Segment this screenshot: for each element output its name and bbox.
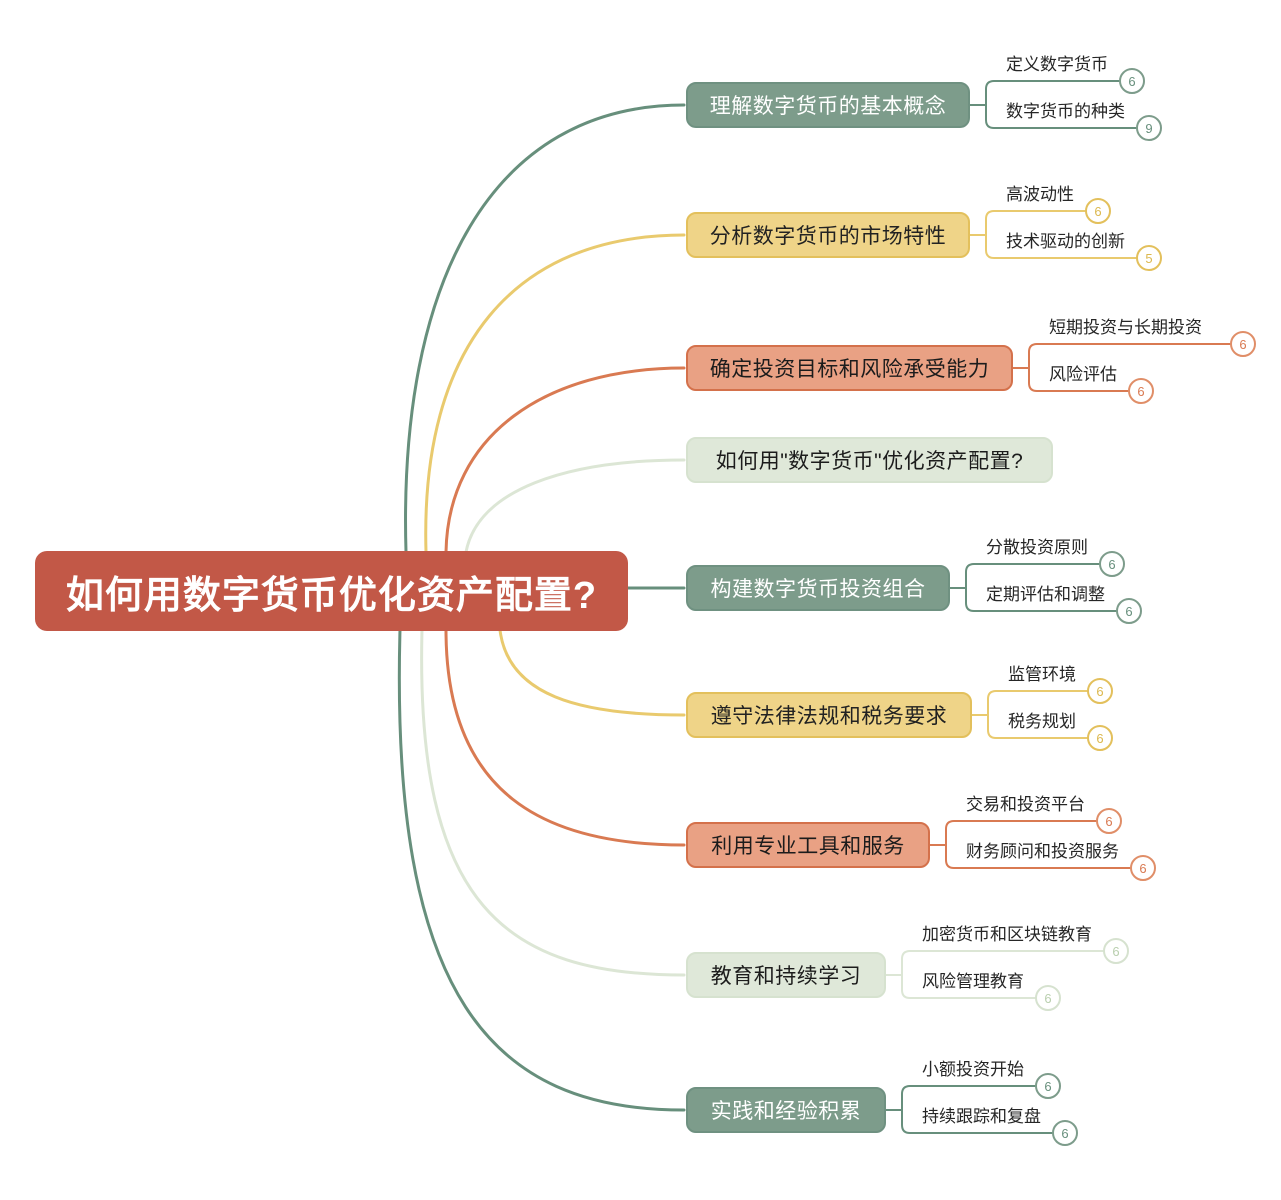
branch-curve-1 [404,103,686,554]
child-node-2-1[interactable]: 高波动性 [1006,185,1074,204]
branch-node-4[interactable]: 如何用"数字货币"优化资产配置? [686,437,1053,483]
child-node-1-2[interactable]: 数字货币的种类 [1006,102,1125,121]
child-count-badge-3-2[interactable]: 6 [1128,378,1154,404]
child-count-badge-3-1[interactable]: 6 [1230,331,1256,357]
child-count-badge-2-1[interactable]: 6 [1085,198,1111,224]
branch-node-9[interactable]: 实践和经验积累 [686,1087,886,1133]
child-node-9-1[interactable]: 小额投资开始 [922,1060,1024,1079]
child-count-badge-8-2[interactable]: 6 [1035,985,1061,1011]
branch-curve-9 [397,628,686,1112]
child-node-9-2[interactable]: 持续跟踪和复盘 [922,1107,1041,1126]
child-count-badge-6-2[interactable]: 6 [1087,725,1113,751]
child-count-badge-1-1[interactable]: 6 [1119,68,1145,94]
child-node-8-2[interactable]: 风险管理教育 [922,972,1024,991]
child-node-1-1[interactable]: 定义数字货币 [1006,55,1108,74]
branch-curve-6 [498,628,686,717]
branch-node-2[interactable]: 分析数字货币的市场特性 [686,212,970,258]
child-bracket-9 [901,1085,1053,1134]
child-count-badge-6-1[interactable]: 6 [1087,678,1113,704]
child-count-badge-8-1[interactable]: 6 [1103,938,1129,964]
child-node-6-1[interactable]: 监管环境 [1008,665,1076,684]
child-count-badge-1-2[interactable]: 9 [1136,115,1162,141]
central-topic-node[interactable]: 如何用数字货币优化资产配置? [35,551,628,631]
branch-node-6[interactable]: 遵守法律法规和税务要求 [686,692,972,738]
child-node-5-1[interactable]: 分散投资原则 [986,538,1088,557]
child-count-badge-2-2[interactable]: 5 [1136,245,1162,271]
child-node-7-2[interactable]: 财务顾问和投资服务 [966,842,1119,861]
child-count-badge-5-1[interactable]: 6 [1099,551,1125,577]
branch-curve-2 [424,233,686,554]
child-count-badge-7-1[interactable]: 6 [1096,808,1122,834]
child-bracket-8 [901,950,1104,999]
child-bracket-1 [985,80,1137,129]
child-bracket-3 [1028,343,1231,392]
branch-node-1[interactable]: 理解数字货币的基本概念 [686,82,970,128]
branch-curve-7 [444,628,686,847]
child-count-badge-7-2[interactable]: 6 [1130,855,1156,881]
child-bracket-2 [985,210,1137,259]
branch-curve-8 [420,628,686,977]
branch-node-7[interactable]: 利用专业工具和服务 [686,822,930,868]
branch-node-5[interactable]: 构建数字货币投资组合 [686,565,950,611]
child-node-3-1[interactable]: 短期投资与长期投资 [1049,318,1202,337]
child-node-7-1[interactable]: 交易和投资平台 [966,795,1085,814]
child-node-2-2[interactable]: 技术驱动的创新 [1006,232,1125,251]
branch-node-8[interactable]: 教育和持续学习 [686,952,886,998]
child-node-5-2[interactable]: 定期评估和调整 [986,585,1105,604]
child-bracket-7 [945,820,1131,869]
child-bracket-6 [987,690,1088,739]
child-count-badge-9-1[interactable]: 6 [1035,1073,1061,1099]
branch-curve-4 [464,458,686,554]
branch-node-3[interactable]: 确定投资目标和风险承受能力 [686,345,1013,391]
child-node-3-2[interactable]: 风险评估 [1049,365,1117,384]
branch-curve-3 [444,366,686,554]
child-node-8-1[interactable]: 加密货币和区块链教育 [922,925,1092,944]
child-node-6-2[interactable]: 税务规划 [1008,712,1076,731]
child-count-badge-9-2[interactable]: 6 [1052,1120,1078,1146]
child-count-badge-5-2[interactable]: 6 [1116,598,1142,624]
child-bracket-5 [965,563,1117,612]
